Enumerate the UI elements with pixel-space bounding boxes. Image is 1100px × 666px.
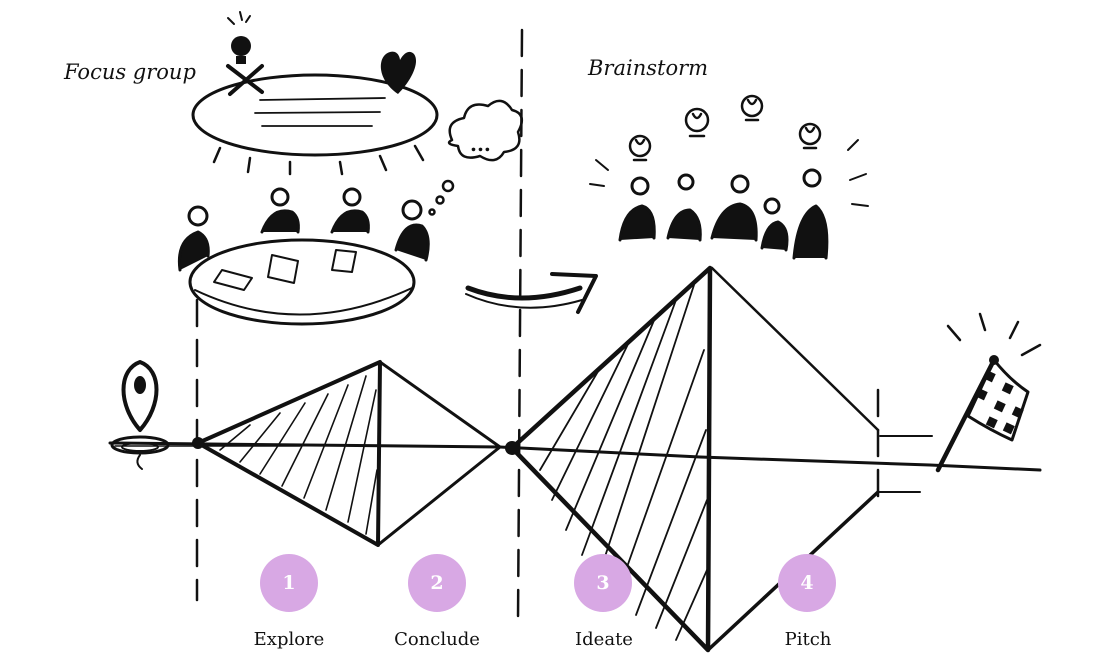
lightbulb-icon bbox=[684, 107, 710, 138]
focus-group-table bbox=[188, 238, 416, 326]
lightbulb-icon bbox=[628, 134, 652, 162]
brainstorm-illustration bbox=[589, 94, 869, 260]
focus-group-speech-balloon bbox=[191, 73, 439, 176]
brainstorm-title: Brainstorm bbox=[588, 56, 709, 80]
finish-connector bbox=[879, 435, 933, 493]
lightbulb-icon bbox=[740, 94, 764, 122]
timeline-node-start bbox=[192, 437, 204, 449]
lightbulb-icon bbox=[226, 11, 264, 96]
focus-group-illustration bbox=[177, 11, 598, 326]
timeline-axis bbox=[108, 441, 1042, 472]
first-diamond bbox=[196, 360, 502, 547]
phase-badge-3: 3 bbox=[574, 554, 632, 612]
heart-icon bbox=[380, 51, 417, 94]
focus-group-people bbox=[177, 187, 430, 272]
phase-badge-1: 1 bbox=[260, 554, 318, 612]
phase-badge-4: 4 bbox=[778, 554, 836, 612]
brainstorm-lightbulbs bbox=[628, 94, 822, 162]
second-diamond-hatching bbox=[539, 284, 708, 641]
phase-divider-lines bbox=[195, 28, 880, 622]
phase-label-explore: Explore bbox=[253, 629, 325, 650]
map-pin-icon bbox=[110, 360, 170, 470]
first-diamond-hatching bbox=[219, 375, 378, 535]
checkered-flag-icon bbox=[935, 312, 1042, 473]
thought-bubble-text: ... bbox=[470, 132, 491, 156]
brainstorm-people bbox=[618, 168, 829, 260]
thought-bubble bbox=[428, 99, 524, 216]
curved-arrow-icon bbox=[465, 272, 598, 314]
excitement-lines bbox=[589, 139, 869, 207]
phase-label-ideate: Ideate bbox=[575, 629, 633, 650]
focus-group-title: Focus group bbox=[64, 60, 196, 84]
lightbulb-icon bbox=[798, 122, 822, 150]
phase-label-pitch: Pitch bbox=[784, 629, 832, 650]
timeline-node-middle bbox=[505, 441, 519, 455]
phase-label-conclude: Conclude bbox=[394, 629, 480, 650]
phase-badge-2: 2 bbox=[408, 554, 466, 612]
